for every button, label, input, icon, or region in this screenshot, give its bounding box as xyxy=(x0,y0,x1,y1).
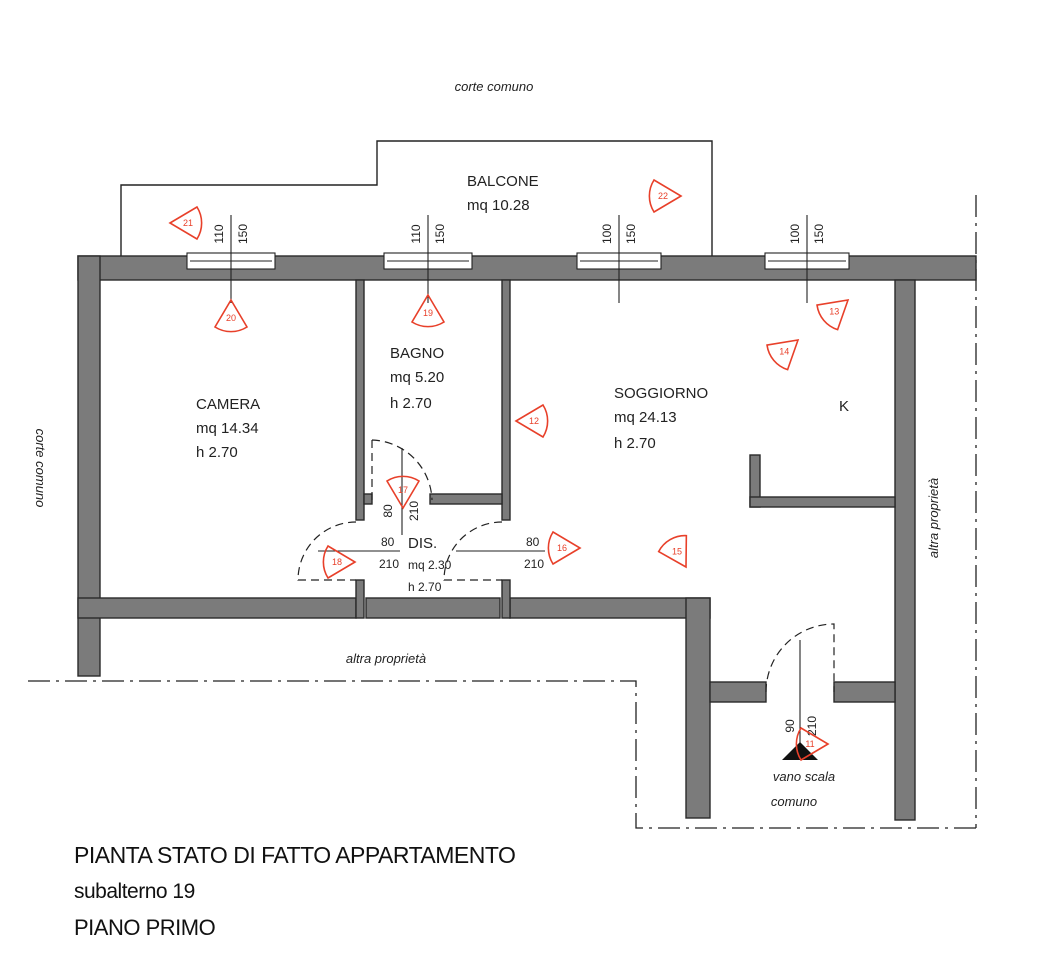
photo-marker-14: 14 xyxy=(766,338,800,371)
label-altra-bottom: altra proprietà xyxy=(346,651,426,666)
vano-scala-line2: comuno xyxy=(771,794,817,809)
window-2 xyxy=(383,215,473,303)
photo-marker-15: 15 xyxy=(657,534,688,569)
room-balcone-area: mq 10.28 xyxy=(467,197,530,214)
room-dis-name: DIS. xyxy=(408,535,437,552)
room-bagno-name: BAGNO xyxy=(390,345,444,362)
photo-marker-13: 13 xyxy=(816,298,850,331)
window-1-height: 150 xyxy=(236,224,250,244)
window-4 xyxy=(764,215,850,303)
svg-text:14: 14 xyxy=(779,347,789,357)
svg-text:15: 15 xyxy=(672,546,682,556)
room-camera-name: CAMERA xyxy=(196,396,260,413)
room-bagno-height: h 2.70 xyxy=(390,395,432,412)
room-soggiorno-name: SOGGIORNO xyxy=(614,385,708,402)
photo-marker-12: 12 xyxy=(514,403,549,439)
door-dis-left-width: 80 xyxy=(381,535,395,549)
window-4-height: 150 xyxy=(812,224,826,244)
door-dis-left-height: 210 xyxy=(379,557,399,571)
svg-text:16: 16 xyxy=(557,543,567,553)
balcony-outline xyxy=(120,140,713,256)
room-balcone-name: BALCONE xyxy=(467,173,539,190)
room-dis-height: h 2.70 xyxy=(408,580,442,594)
label-corte-top: corte comuno xyxy=(455,79,534,94)
door-dis-left xyxy=(297,521,400,581)
photo-marker-21: 21 xyxy=(168,205,203,241)
room-bagno-area: mq 5.20 xyxy=(390,369,444,386)
drawing-floor: PIANO PRIMO xyxy=(74,915,216,940)
window-3 xyxy=(576,215,662,303)
window-3-height: 150 xyxy=(624,224,638,244)
boundary-line xyxy=(28,680,976,829)
room-kitchen-name: K xyxy=(839,398,849,415)
window-2-height: 150 xyxy=(433,224,447,244)
svg-text:21: 21 xyxy=(183,218,193,228)
drawing-subtitle: subalterno 19 xyxy=(74,880,195,903)
label-corte-left: corte comuno xyxy=(33,429,48,508)
window-4-width: 100 xyxy=(788,224,802,244)
door-entrance-width: 90 xyxy=(783,719,797,733)
room-dis-area: mq 2.30 xyxy=(408,558,452,572)
window-2-width: 110 xyxy=(409,224,423,243)
door-bagno xyxy=(371,439,433,535)
room-camera-height: h 2.70 xyxy=(196,444,238,461)
label-altra-right: altra proprietà xyxy=(926,478,941,558)
svg-text:20: 20 xyxy=(226,313,236,323)
door-bagno-width: 80 xyxy=(381,504,395,518)
photo-marker-20: 20 xyxy=(213,298,249,333)
photo-marker-18: 18 xyxy=(322,544,357,580)
svg-text:19: 19 xyxy=(423,308,433,318)
door-soggiorno xyxy=(443,521,545,581)
window-1-width: 110 xyxy=(212,224,226,243)
svg-text:22: 22 xyxy=(658,191,668,201)
photo-marker-22: 22 xyxy=(648,178,683,214)
svg-text:12: 12 xyxy=(529,416,539,426)
window-1 xyxy=(186,215,276,303)
room-camera-area: mq 14.34 xyxy=(196,420,259,437)
room-soggiorno-area: mq 24.13 xyxy=(614,409,677,426)
photo-marker-11: 11 xyxy=(795,726,830,762)
svg-text:11: 11 xyxy=(805,739,814,749)
drawing-title: PIANTA STATO DI FATTO APPARTAMENTO xyxy=(74,842,516,868)
svg-text:13: 13 xyxy=(829,307,839,317)
photo-marker-19: 19 xyxy=(410,293,446,328)
door-entrance-height: 210 xyxy=(805,716,819,736)
door-soggiorno-width: 80 xyxy=(526,535,540,549)
photo-marker-17: 17 xyxy=(385,475,421,510)
svg-text:18: 18 xyxy=(332,557,342,567)
window-3-width: 100 xyxy=(600,224,614,244)
photo-marker-16: 16 xyxy=(547,530,582,566)
door-bagno-height: 210 xyxy=(407,501,421,521)
room-soggiorno-height: h 2.70 xyxy=(614,435,656,452)
vano-scala-line1: vano scala xyxy=(773,769,835,784)
door-entrance xyxy=(765,623,835,745)
svg-text:17: 17 xyxy=(398,485,408,495)
door-soggiorno-height: 210 xyxy=(524,557,544,571)
